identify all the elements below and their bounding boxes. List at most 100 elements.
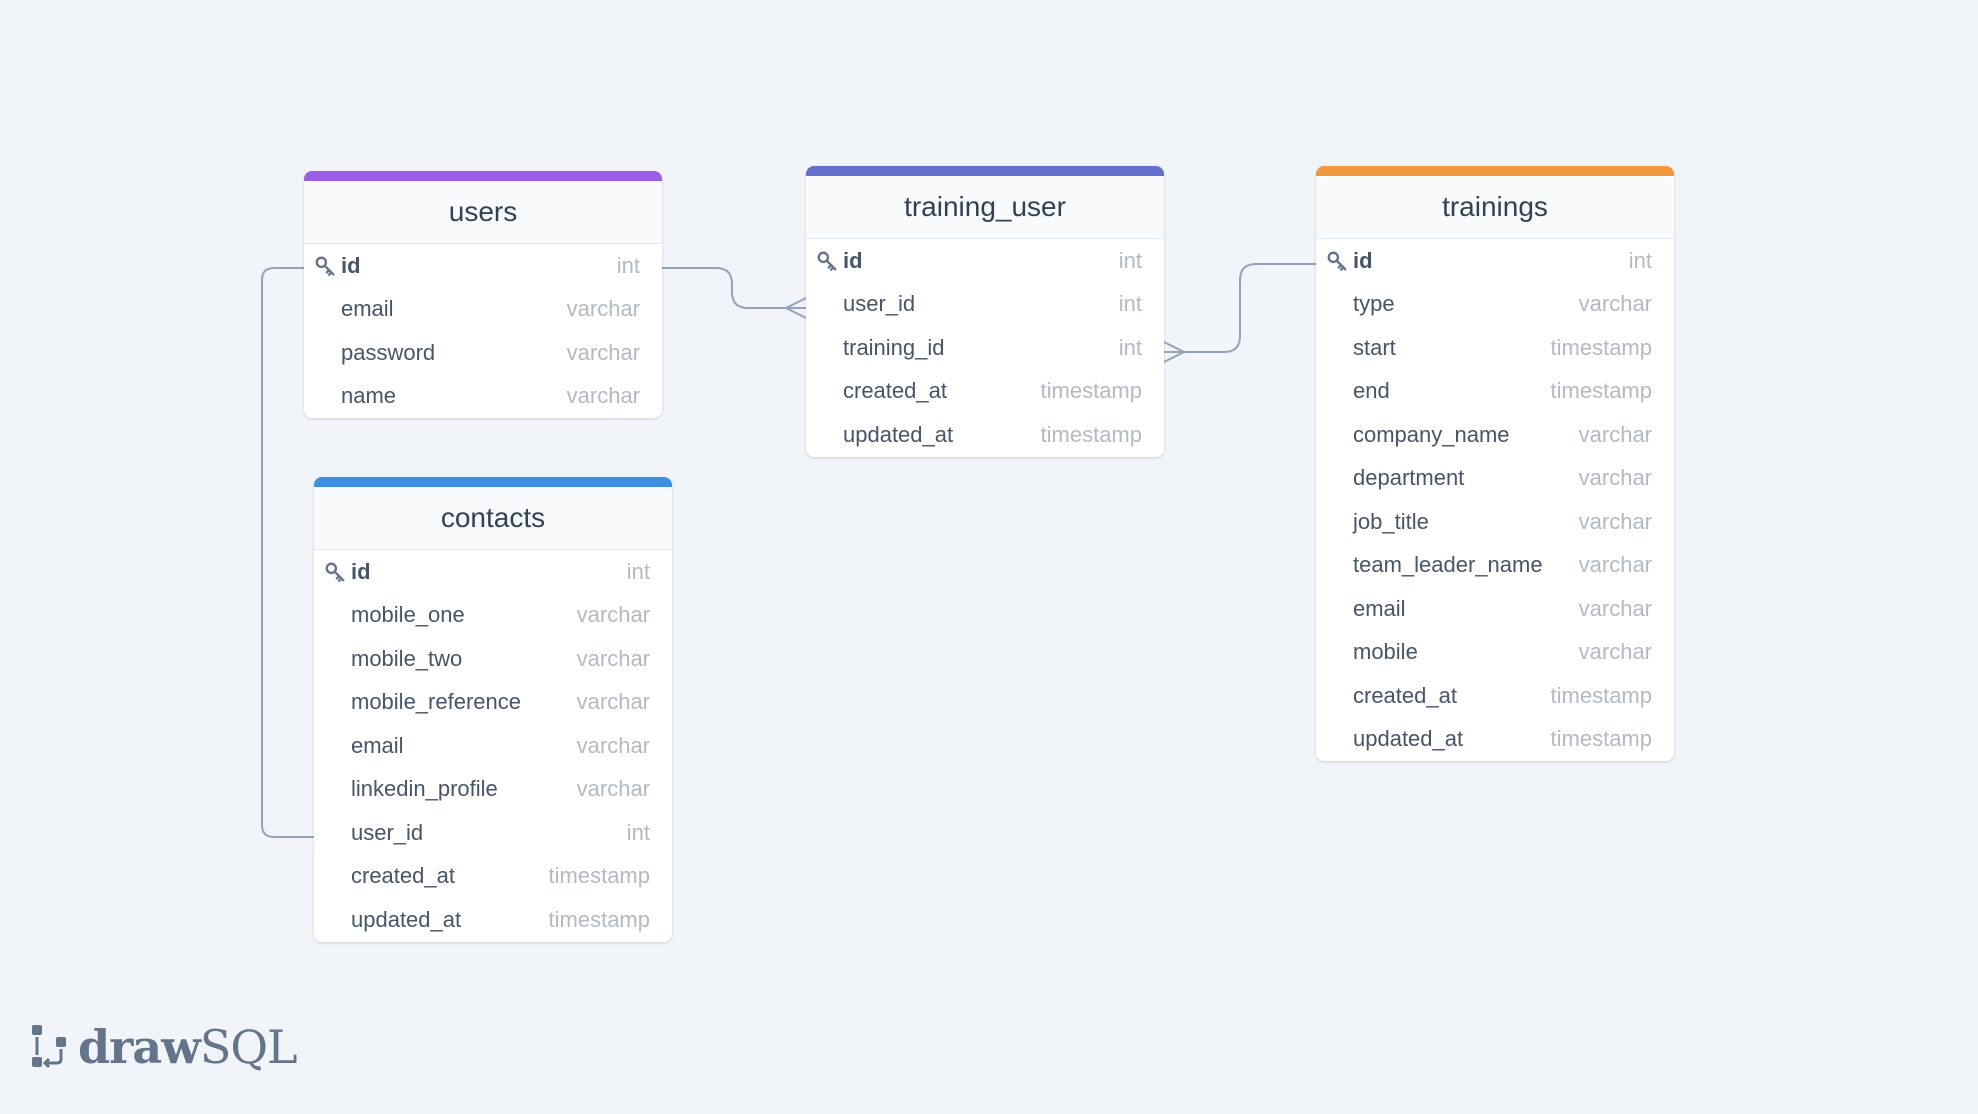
column-type: timestamp <box>1550 682 1652 708</box>
column-type: varchar <box>576 602 650 628</box>
column-type: timestamp <box>1040 421 1142 447</box>
column-row-mobile-one[interactable]: mobile_one varchar <box>314 594 672 638</box>
column-type: timestamp <box>1550 726 1652 752</box>
column-row-job-title[interactable]: job_title varchar <box>1316 500 1674 544</box>
connector-users-training-user[interactable] <box>662 267 806 309</box>
column-row-department[interactable]: department varchar <box>1316 457 1674 501</box>
column-type: int <box>616 252 640 278</box>
column-row-id[interactable]: id int <box>314 550 672 594</box>
column-name: user_id <box>351 819 424 845</box>
column-name: created_at <box>1353 682 1457 708</box>
drawsql-logo[interactable]: draw SQL <box>30 1020 298 1074</box>
connector-trainings-training-user[interactable] <box>1164 263 1316 353</box>
column-row-user-id[interactable]: user_id int <box>806 283 1164 327</box>
table-title[interactable]: trainings <box>1316 176 1674 239</box>
column-type: int <box>626 819 650 845</box>
logo-text-light: SQL <box>199 1020 298 1074</box>
column-name: updated_at <box>1353 726 1464 752</box>
column-name: mobile_reference <box>351 689 521 715</box>
column-name: end <box>1353 378 1390 404</box>
table-title[interactable]: users <box>304 181 662 244</box>
column-name: mobile_two <box>351 645 463 671</box>
table-title[interactable]: contacts <box>314 487 672 550</box>
column-name: email <box>351 732 404 758</box>
table-accent-bar <box>1316 166 1674 176</box>
column-name: id <box>341 252 361 278</box>
column-row-email[interactable]: email varchar <box>1316 587 1674 631</box>
column-type: int <box>1628 247 1652 273</box>
column-name: id <box>1353 247 1373 273</box>
column-type: varchar <box>1578 595 1652 621</box>
column-row-created-at[interactable]: created_at timestamp <box>1316 674 1674 718</box>
column-type: varchar <box>566 339 640 365</box>
column-type: varchar <box>1578 291 1652 317</box>
column-type: varchar <box>576 732 650 758</box>
column-name: created_at <box>843 378 947 404</box>
column-row-email[interactable]: email varchar <box>304 288 662 332</box>
column-name: department <box>1353 465 1465 491</box>
column-type: int <box>1118 291 1142 317</box>
column-name: created_at <box>351 863 455 889</box>
table-title[interactable]: training_user <box>806 176 1164 239</box>
column-row-user-id[interactable]: user_id int <box>314 811 672 855</box>
column-name: type <box>1353 291 1395 317</box>
column-row-id[interactable]: id int <box>304 244 662 288</box>
column-row-created-at[interactable]: created_at timestamp <box>314 855 672 899</box>
column-name: mobile_one <box>351 602 465 628</box>
table-accent-bar <box>314 477 672 487</box>
column-type: int <box>1118 334 1142 360</box>
column-name: company_name <box>1353 421 1510 447</box>
column-type: varchar <box>576 689 650 715</box>
crowfoot-training-user-training-id <box>1163 341 1187 363</box>
column-row-updated-at[interactable]: updated_at timestamp <box>1316 718 1674 762</box>
column-type: varchar <box>566 383 640 409</box>
column-name: mobile <box>1353 639 1418 665</box>
table-accent-bar <box>304 171 662 181</box>
column-name: training_id <box>843 334 945 360</box>
column-type: varchar <box>566 296 640 322</box>
column-name: email <box>1353 595 1406 621</box>
column-row-training-id[interactable]: training_id int <box>806 326 1164 370</box>
column-type: int <box>626 558 650 584</box>
column-name: job_title <box>1353 508 1429 534</box>
column-type: varchar <box>1578 465 1652 491</box>
column-name: email <box>341 296 394 322</box>
column-type: varchar <box>576 776 650 802</box>
primary-key-icon <box>324 561 346 583</box>
column-type: varchar <box>1578 508 1652 534</box>
column-name: linkedin_profile <box>351 776 498 802</box>
column-row-mobile-reference[interactable]: mobile_reference varchar <box>314 681 672 725</box>
primary-key-icon <box>1326 250 1348 272</box>
column-type: timestamp <box>548 863 650 889</box>
column-type: timestamp <box>548 906 650 932</box>
column-row-linkedin-profile[interactable]: linkedin_profile varchar <box>314 768 672 812</box>
column-name: id <box>351 558 371 584</box>
column-row-id[interactable]: id int <box>1316 239 1674 283</box>
column-row-email[interactable]: email varchar <box>314 724 672 768</box>
column-row-type[interactable]: type varchar <box>1316 283 1674 327</box>
column-name: start <box>1353 334 1396 360</box>
column-name: user_id <box>843 291 916 317</box>
column-type: varchar <box>1578 552 1652 578</box>
